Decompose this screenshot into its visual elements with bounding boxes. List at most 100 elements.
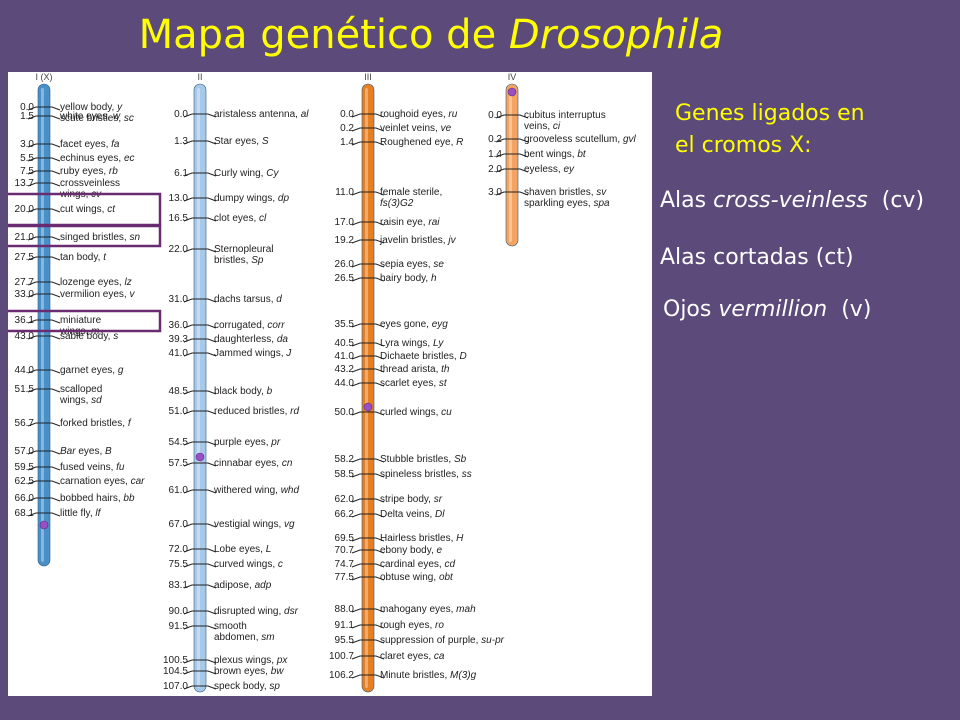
trait-v-suffix: (v)	[827, 297, 872, 322]
locus-position: 91.5	[169, 621, 189, 632]
locus-tick	[351, 473, 385, 478]
locus-position: 100.5	[163, 655, 188, 666]
locus-label: corrugated, corr	[214, 320, 285, 331]
locus-tick	[351, 382, 385, 387]
locus-position: 106.2	[329, 670, 354, 681]
locus-tick	[183, 197, 217, 202]
locus-label: vestigial wings, vg	[214, 519, 295, 530]
centromere-marker	[39, 520, 49, 530]
locus-tick	[183, 441, 217, 446]
locus-tick	[27, 450, 61, 455]
locus-position: 83.1	[169, 580, 189, 591]
locus-label: Sternopleural	[214, 244, 273, 255]
locus-tick	[27, 157, 61, 162]
locus-position: 66.2	[335, 509, 355, 520]
locus-position: 41.0	[335, 351, 355, 362]
locus-tick	[351, 141, 385, 146]
locus-tick	[351, 355, 385, 360]
locus-position: 44.0	[15, 365, 35, 376]
locus-label: reduced bristles, rd	[214, 406, 299, 417]
locus-position: 58.2	[335, 454, 355, 465]
trait-v-italic: vermillion	[718, 297, 828, 322]
centromere-marker	[195, 452, 205, 462]
gene-highlight-box	[8, 224, 162, 248]
locus-label: ebony body, e	[380, 545, 443, 556]
locus-position: 104.5	[163, 666, 188, 677]
locus-tick	[495, 138, 529, 143]
locus-tick	[27, 369, 61, 374]
centromere-marker	[363, 402, 373, 412]
locus-position: 31.0	[169, 294, 189, 305]
chromosome-highlight	[509, 88, 512, 242]
locus-tick	[495, 191, 529, 196]
locus-tick	[351, 458, 385, 463]
locus-tick	[27, 208, 61, 213]
locus-label: curled wings, cu	[380, 407, 452, 418]
locus-label: Dichaete bristles, D	[380, 351, 467, 362]
locus-position: 20.0	[15, 204, 35, 215]
locus-tick	[27, 293, 61, 298]
locus-label: cardinal eyes, cd	[380, 559, 455, 570]
chromosome-body	[505, 83, 519, 247]
locus-position: 2.0	[488, 164, 502, 175]
locus-position: 62.5	[15, 476, 35, 487]
locus-label: cubitus interruptus	[524, 110, 606, 121]
locus-label: Delta veins, Dl	[380, 509, 445, 520]
locus-position: 58.5	[335, 469, 355, 480]
locus-position: 50.0	[335, 407, 355, 418]
locus-tick	[27, 335, 61, 340]
gene-highlight-box	[8, 309, 162, 333]
locus-tick	[183, 670, 217, 675]
locus-label: fs(3)G2	[380, 198, 414, 209]
locus-label: hairy body, h	[380, 273, 437, 284]
locus-tick	[183, 298, 217, 303]
locus-label: bristles, Sp	[214, 255, 264, 266]
locus-position: 75.5	[169, 559, 189, 570]
locus-position: 17.0	[335, 217, 355, 228]
locus-label: adipose, adp	[214, 580, 272, 591]
locus-tick	[183, 659, 217, 664]
locus-tick	[183, 140, 217, 145]
locus-tick	[495, 168, 529, 173]
locus-tick	[351, 674, 385, 679]
locus-tick	[183, 248, 217, 253]
locus-position: 57.0	[15, 446, 35, 457]
chromosome-body	[361, 83, 375, 693]
locus-tick	[495, 153, 529, 158]
locus-tick	[351, 537, 385, 542]
locus-tick	[183, 584, 217, 589]
locus-label: sepia eyes, se	[380, 259, 444, 270]
locus-position: 107.0	[163, 681, 188, 692]
locus-position: 67.0	[169, 519, 189, 530]
locus-position: 19.2	[335, 235, 355, 246]
locus-position: 68.1	[15, 508, 35, 519]
locus-tick	[27, 466, 61, 471]
locus-label: lozenge eyes, lz	[60, 277, 132, 288]
chromosome-body	[193, 83, 207, 693]
trait-cv-suffix: (cv)	[867, 188, 925, 213]
locus-tick	[351, 576, 385, 581]
locus-label: veinlet veins, ve	[380, 123, 452, 134]
locus-position: 5.5	[20, 153, 34, 164]
title-italic: Drosophila	[508, 12, 724, 58]
locus-tick	[183, 172, 217, 177]
locus-tick	[351, 411, 385, 416]
locus-label: javelin bristles, jv	[379, 235, 457, 246]
locus-label: sable body, s	[60, 331, 118, 342]
locus-label: sparkling eyes, spa	[524, 198, 610, 209]
locus-label: cinnabar eyes, cn	[214, 458, 293, 469]
locus-position: 44.0	[335, 378, 355, 389]
locus-label: yellow body, y	[60, 102, 123, 113]
locus-position: 1.4	[340, 137, 354, 148]
locus-label: little fly, lf	[60, 508, 102, 519]
locus-label: mahogany eyes, mah	[380, 604, 476, 615]
locus-tick	[183, 625, 217, 630]
locus-position: 90.0	[169, 606, 189, 617]
locus-tick	[351, 127, 385, 132]
locus-label: scalloped	[60, 384, 102, 395]
trait-v-prefix: Ojos	[663, 297, 719, 322]
locus-label: white eyes, w	[59, 111, 121, 122]
locus-tick	[351, 342, 385, 347]
locus-tick	[495, 114, 529, 119]
